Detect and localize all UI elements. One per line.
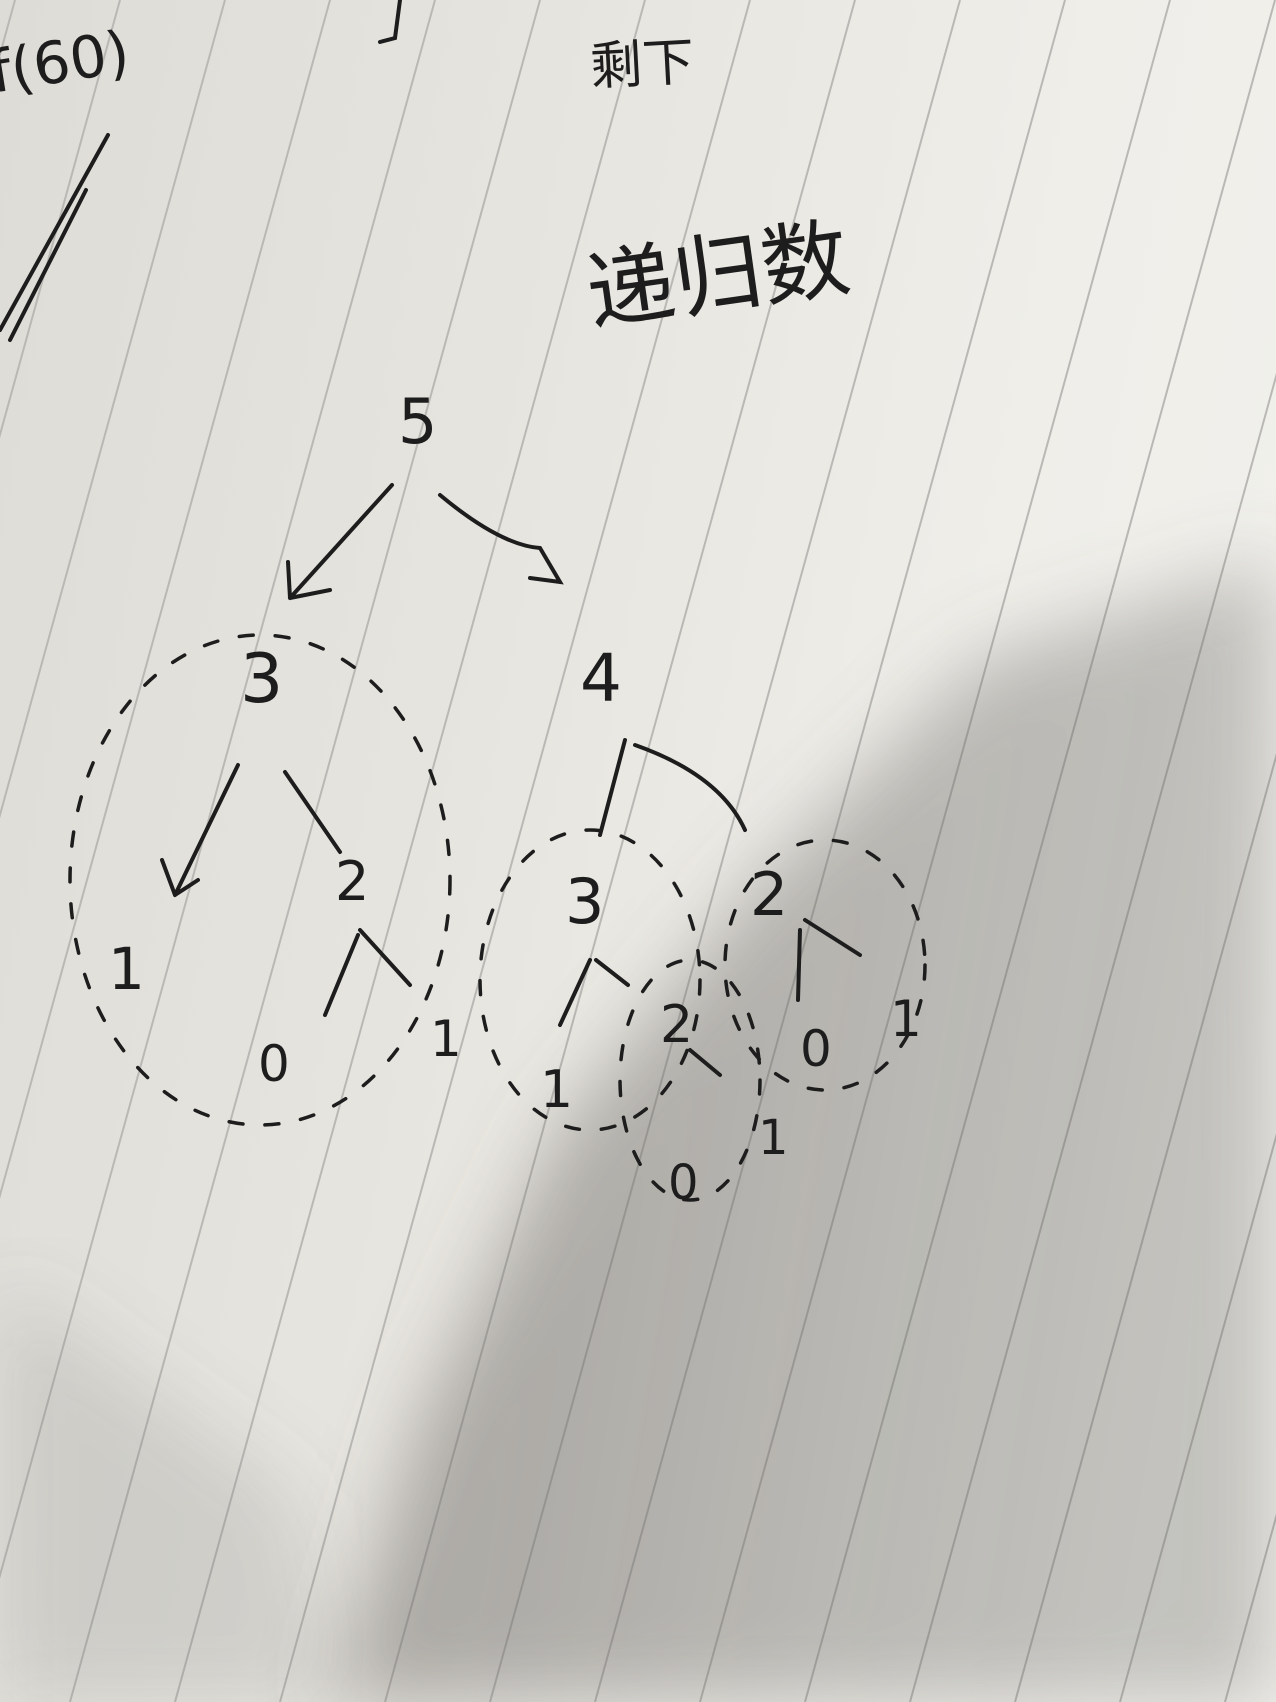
- node-root: 5: [398, 385, 438, 458]
- chinese-top-label: 剩下: [588, 32, 696, 98]
- rule-line: [0, 0, 226, 819]
- node-left-grandchild-1: 1: [430, 1010, 462, 1068]
- rule-line: [0, 0, 121, 439]
- top-bracket: [378, 0, 402, 44]
- node-right-child-2: 2: [750, 860, 789, 930]
- node-right-child-1-1: 1: [540, 1060, 574, 1120]
- arrow-3b-right: [594, 958, 630, 987]
- arrow-2-right: [358, 928, 412, 987]
- arrow-4-left: [598, 738, 627, 837]
- arrow-root-left: [286, 483, 394, 600]
- node-left-child-2: 2: [335, 850, 370, 913]
- node-right-child-2-1: 0: [800, 1020, 832, 1078]
- arrow-3b-left: [558, 958, 592, 1027]
- arrow-4-right: [633, 743, 747, 832]
- arrow-3-right: [283, 770, 342, 854]
- margin-line-2: [8, 188, 88, 342]
- arrow-2c-right: [803, 918, 862, 957]
- node-right-grand-1: 1: [758, 1110, 789, 1166]
- rule-line: [0, 0, 331, 1199]
- arrow-2-left: [323, 933, 360, 1017]
- margin-line-1: [0, 133, 110, 332]
- node-right: 4: [580, 640, 622, 717]
- arrow-root-right: [438, 493, 564, 585]
- dashed-circle-mid: [478, 828, 702, 1132]
- node-right-child-1-2: 2: [660, 995, 694, 1055]
- dashed-circle-right: [723, 838, 927, 1092]
- dashed-circle-left: [68, 633, 452, 1127]
- node-right-child-1: 3: [565, 865, 605, 938]
- dashed-circle-inner: [618, 958, 762, 1202]
- node-left: 3: [240, 640, 284, 719]
- node-left-child-1: 1: [108, 935, 145, 1003]
- arrow-3-left: [160, 763, 240, 897]
- arrow-2b-right: [688, 1048, 722, 1077]
- node-right-grand-0: 0: [668, 1155, 699, 1211]
- arrow-2c-left: [796, 928, 802, 1002]
- node-right-child-2-2: 1: [890, 990, 922, 1048]
- node-left-grandchild-0: 0: [258, 1035, 290, 1093]
